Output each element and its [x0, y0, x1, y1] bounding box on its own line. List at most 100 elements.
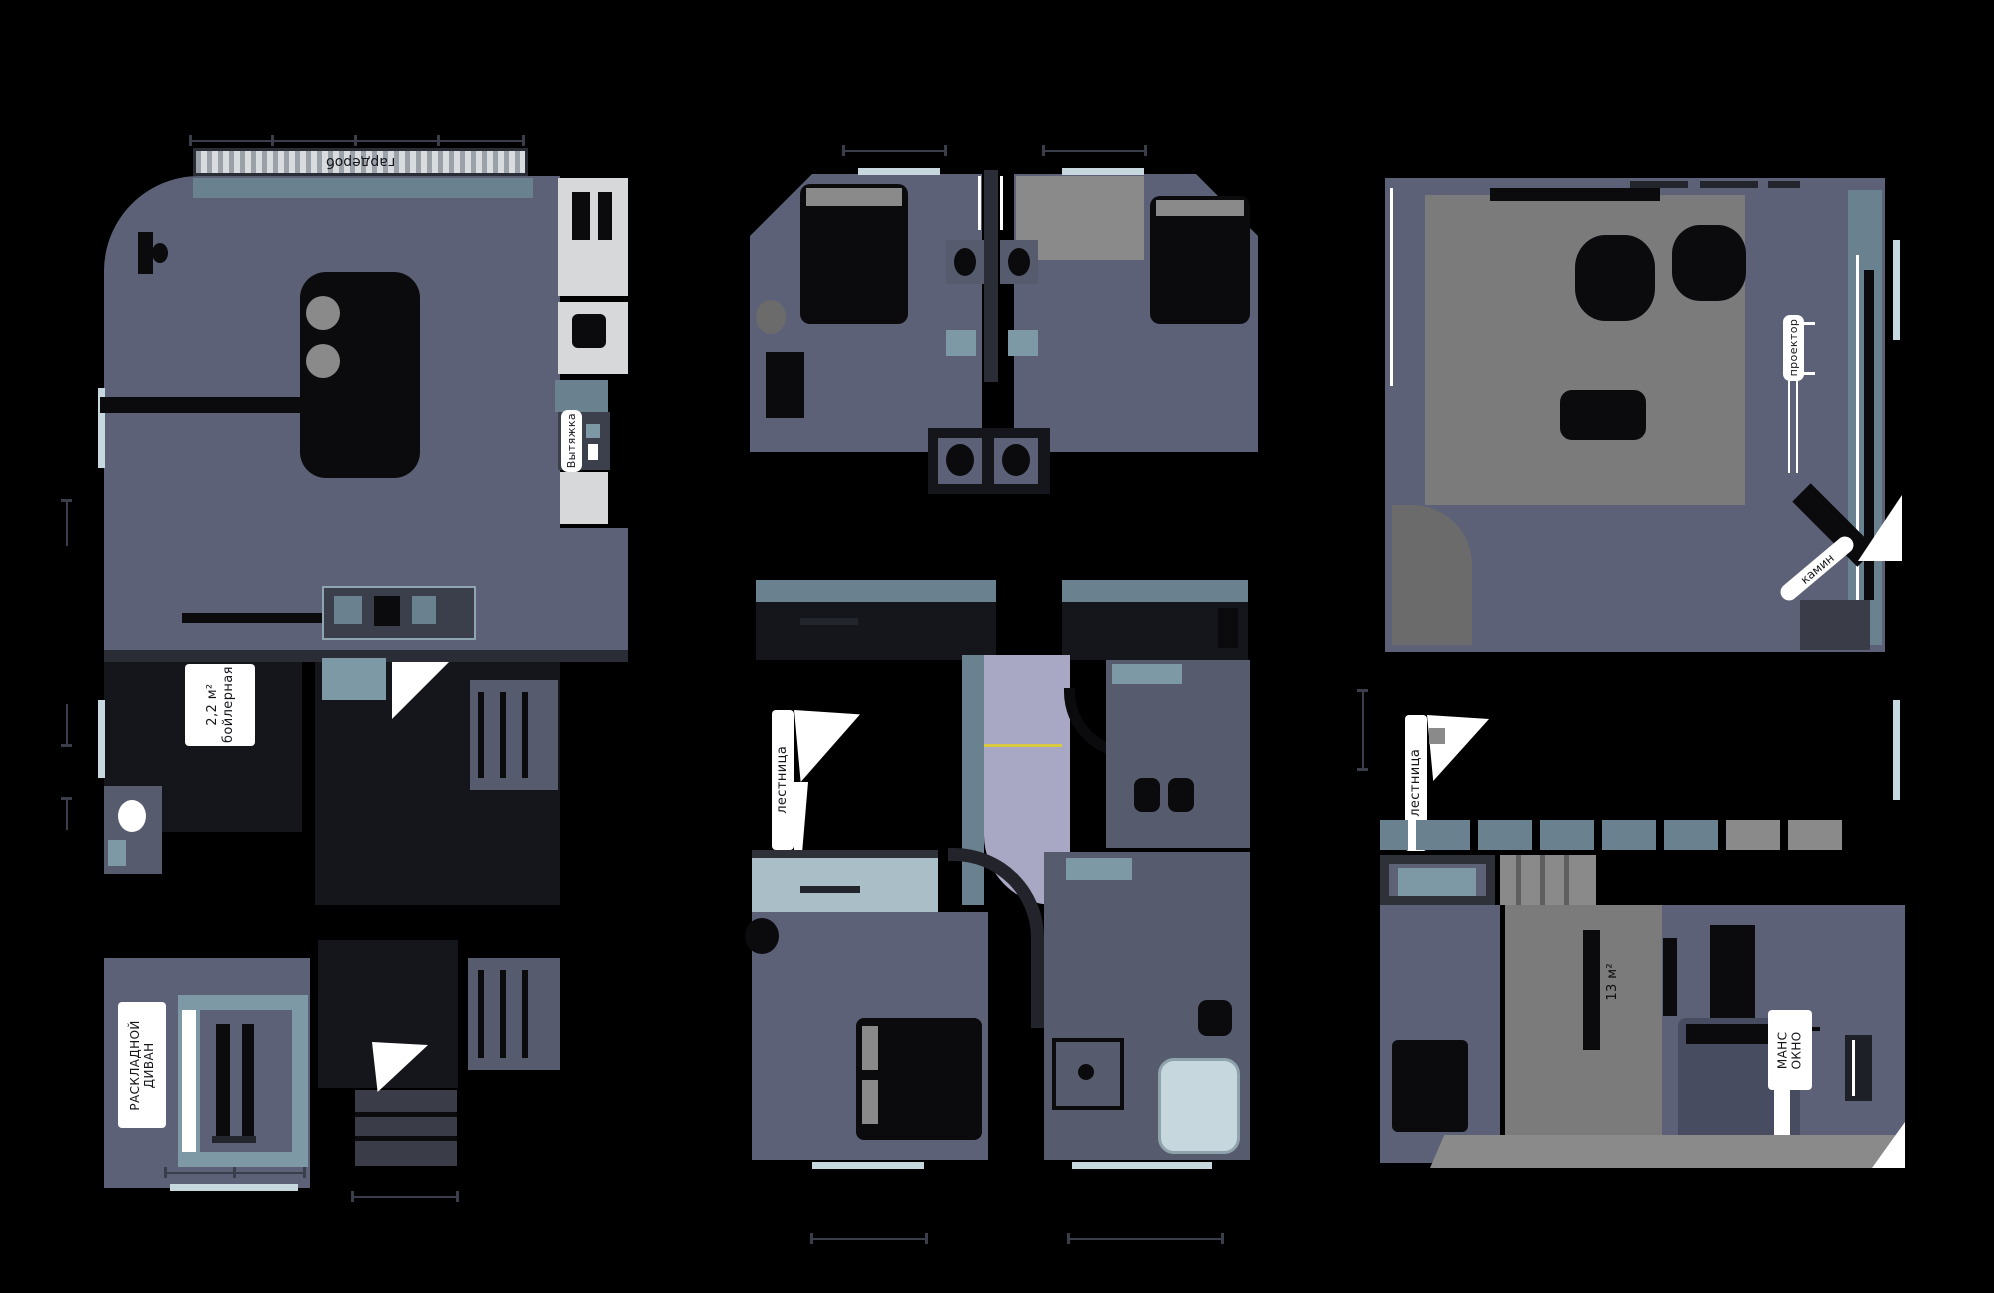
washbasin [946, 330, 976, 356]
dimension-line [1068, 1238, 1223, 1240]
dimension-tick [61, 744, 72, 747]
stairs-label-pill: лестница [772, 710, 794, 850]
mansard-window-label-pill: МАНС ОКНО [1768, 1010, 1812, 1090]
porch-step-line [355, 1112, 457, 1117]
bathtub [1158, 1058, 1240, 1154]
dimension-tick [1144, 145, 1147, 156]
closet-cell [1726, 820, 1780, 850]
kitchen-sink [334, 596, 362, 624]
bed-pillows [862, 1080, 878, 1124]
window [858, 168, 940, 175]
leader-tick [1812, 1027, 1820, 1031]
speaker-column [1864, 270, 1874, 600]
dimension-tick [522, 135, 525, 146]
stairs-label: лестница [1408, 749, 1424, 817]
closet-stripe [1564, 855, 1569, 905]
bed [1150, 196, 1250, 324]
room-area-wrap: 13 м² [1598, 950, 1628, 1014]
furniture-shelf-line [182, 613, 405, 623]
mansard-line1: МАНС [1775, 1031, 1790, 1069]
closet-floor [756, 602, 996, 660]
dimension-tick [944, 145, 947, 156]
wall [984, 170, 998, 382]
stove-burner [586, 424, 600, 438]
sofa-cushion [306, 296, 340, 330]
projector-screen [1856, 255, 1859, 600]
dimension-line [66, 704, 68, 746]
bed-pillows [806, 188, 902, 206]
sofa-cushion [306, 344, 340, 378]
window [1893, 240, 1900, 340]
closet-shelf-band [756, 580, 996, 602]
toilet [1198, 1000, 1232, 1036]
dimension-tick [61, 797, 72, 800]
wardrobe-counter [193, 178, 533, 198]
room-area-label: 13 м² [1605, 963, 1621, 1001]
closet-cell [1540, 820, 1594, 850]
wall [104, 650, 628, 662]
coffee-table [1560, 390, 1646, 440]
washer-drum [1002, 444, 1030, 476]
guest-bed-blanket [216, 1024, 230, 1138]
closet-cell [1788, 820, 1842, 850]
toilet [954, 248, 976, 276]
bath-mid-floor [1106, 660, 1250, 848]
armchair [756, 300, 786, 334]
closet-floor [1062, 602, 1248, 660]
window-frame [1845, 1035, 1872, 1101]
dimension-tick [456, 1191, 459, 1202]
window [1072, 1162, 1212, 1169]
mansard-line2: ОКНО [1789, 1030, 1804, 1070]
porch-step-line [355, 1136, 457, 1141]
fridge-icon [572, 192, 590, 240]
toilet [118, 800, 146, 832]
guest-bed-pillow [182, 1010, 196, 1152]
dimension-tick [61, 499, 72, 502]
pantry-floor [560, 472, 608, 524]
closet-stripe [1540, 855, 1545, 905]
mansard-label-stem [1774, 1090, 1790, 1142]
closet-divider [522, 692, 528, 778]
framed-room-inset [1398, 868, 1476, 896]
tiny-annotation [1630, 181, 1688, 188]
closet-cell [1478, 820, 1532, 850]
dimension-tick [351, 1191, 354, 1202]
entry-closet [470, 680, 558, 790]
washbasin [1008, 330, 1038, 356]
tiny-annotation [1700, 181, 1758, 188]
stove-burner [588, 444, 598, 460]
wall-highlight [978, 176, 981, 230]
mansard-window-label: МАНС ОКНО [1776, 1031, 1805, 1069]
utility-floor [558, 528, 628, 650]
wardrobe-block [1710, 925, 1755, 1030]
wardrobe-bar [1663, 938, 1677, 1016]
stairs-landing [1429, 728, 1445, 744]
dimension-tick [1042, 145, 1045, 156]
fireplace-steps [1800, 600, 1870, 650]
dimension-tick [354, 135, 357, 146]
closet-cell [1380, 820, 1408, 850]
entry-bench [322, 658, 386, 700]
bed-pillows [1156, 200, 1244, 216]
leader-tick [1760, 1027, 1768, 1031]
window [812, 1162, 924, 1169]
bed [800, 184, 908, 324]
dimension-tick [810, 1233, 813, 1244]
closet-cell [1602, 820, 1656, 850]
dimension-tick [271, 135, 274, 146]
beanbag-gray [1392, 505, 1472, 645]
fridge-cabinet [558, 178, 628, 296]
tiny-annotation [1768, 181, 1800, 188]
beanbag [1672, 225, 1746, 301]
closet-divider [522, 970, 528, 1058]
oven-icon [572, 314, 606, 348]
dimension-tick [1357, 689, 1368, 692]
desk-counter [752, 850, 938, 912]
furniture-chair [152, 243, 168, 263]
dimension-line [352, 1196, 458, 1198]
counter-band [555, 380, 608, 412]
dimension-line [843, 150, 946, 152]
window [170, 1184, 298, 1191]
